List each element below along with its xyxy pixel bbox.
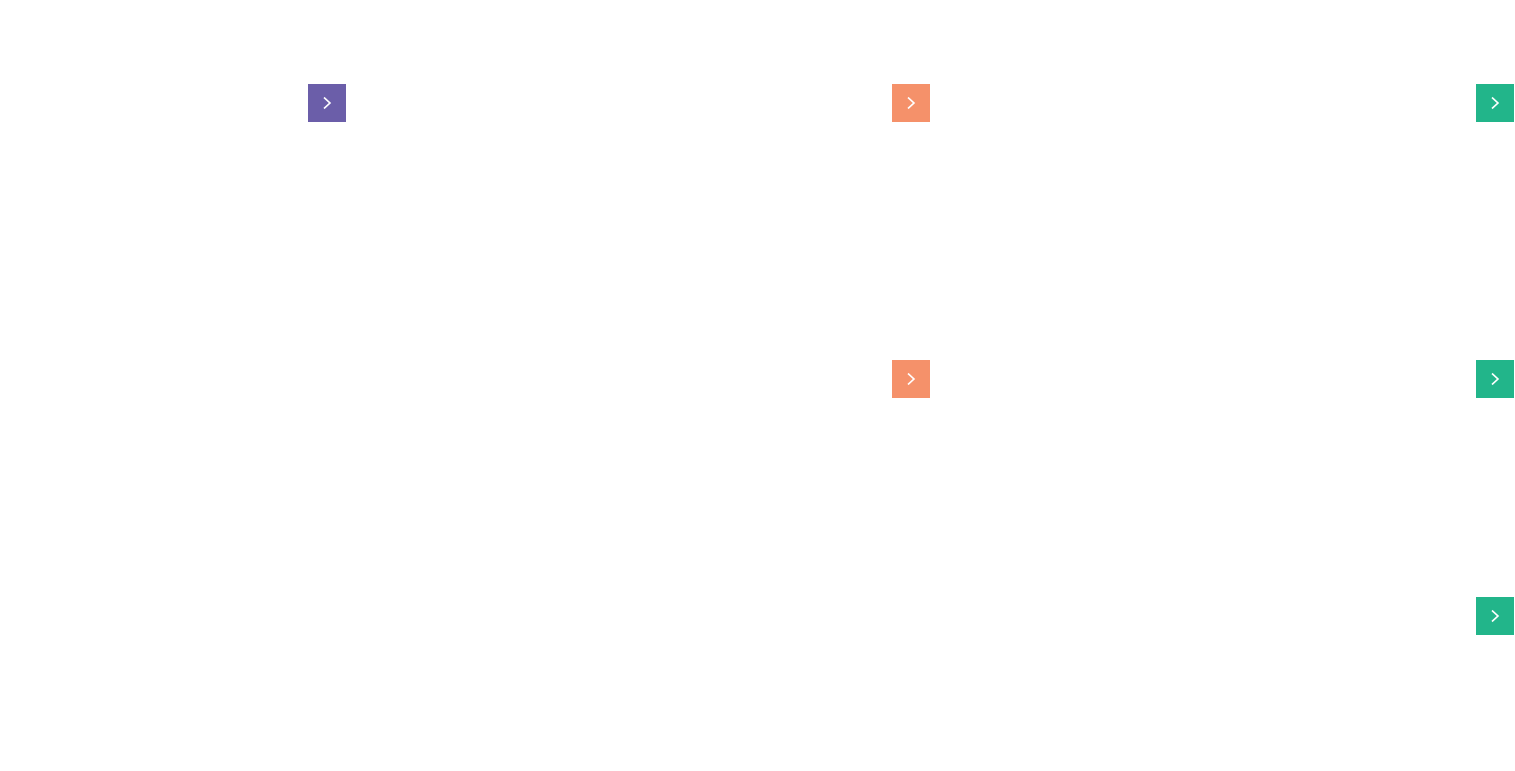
chevron-right-icon xyxy=(907,372,916,386)
expand-button-3[interactable] xyxy=(1476,84,1514,122)
chevron-right-icon xyxy=(1491,96,1500,110)
chevron-right-icon xyxy=(907,96,916,110)
expand-button-1[interactable] xyxy=(308,84,346,122)
chevron-right-icon xyxy=(1491,372,1500,386)
expand-button-4[interactable] xyxy=(892,360,930,398)
chevron-right-icon xyxy=(323,96,332,110)
expand-button-6[interactable] xyxy=(1476,597,1514,635)
expand-button-5[interactable] xyxy=(1476,360,1514,398)
expand-button-2[interactable] xyxy=(892,84,930,122)
chevron-right-icon xyxy=(1491,609,1500,623)
